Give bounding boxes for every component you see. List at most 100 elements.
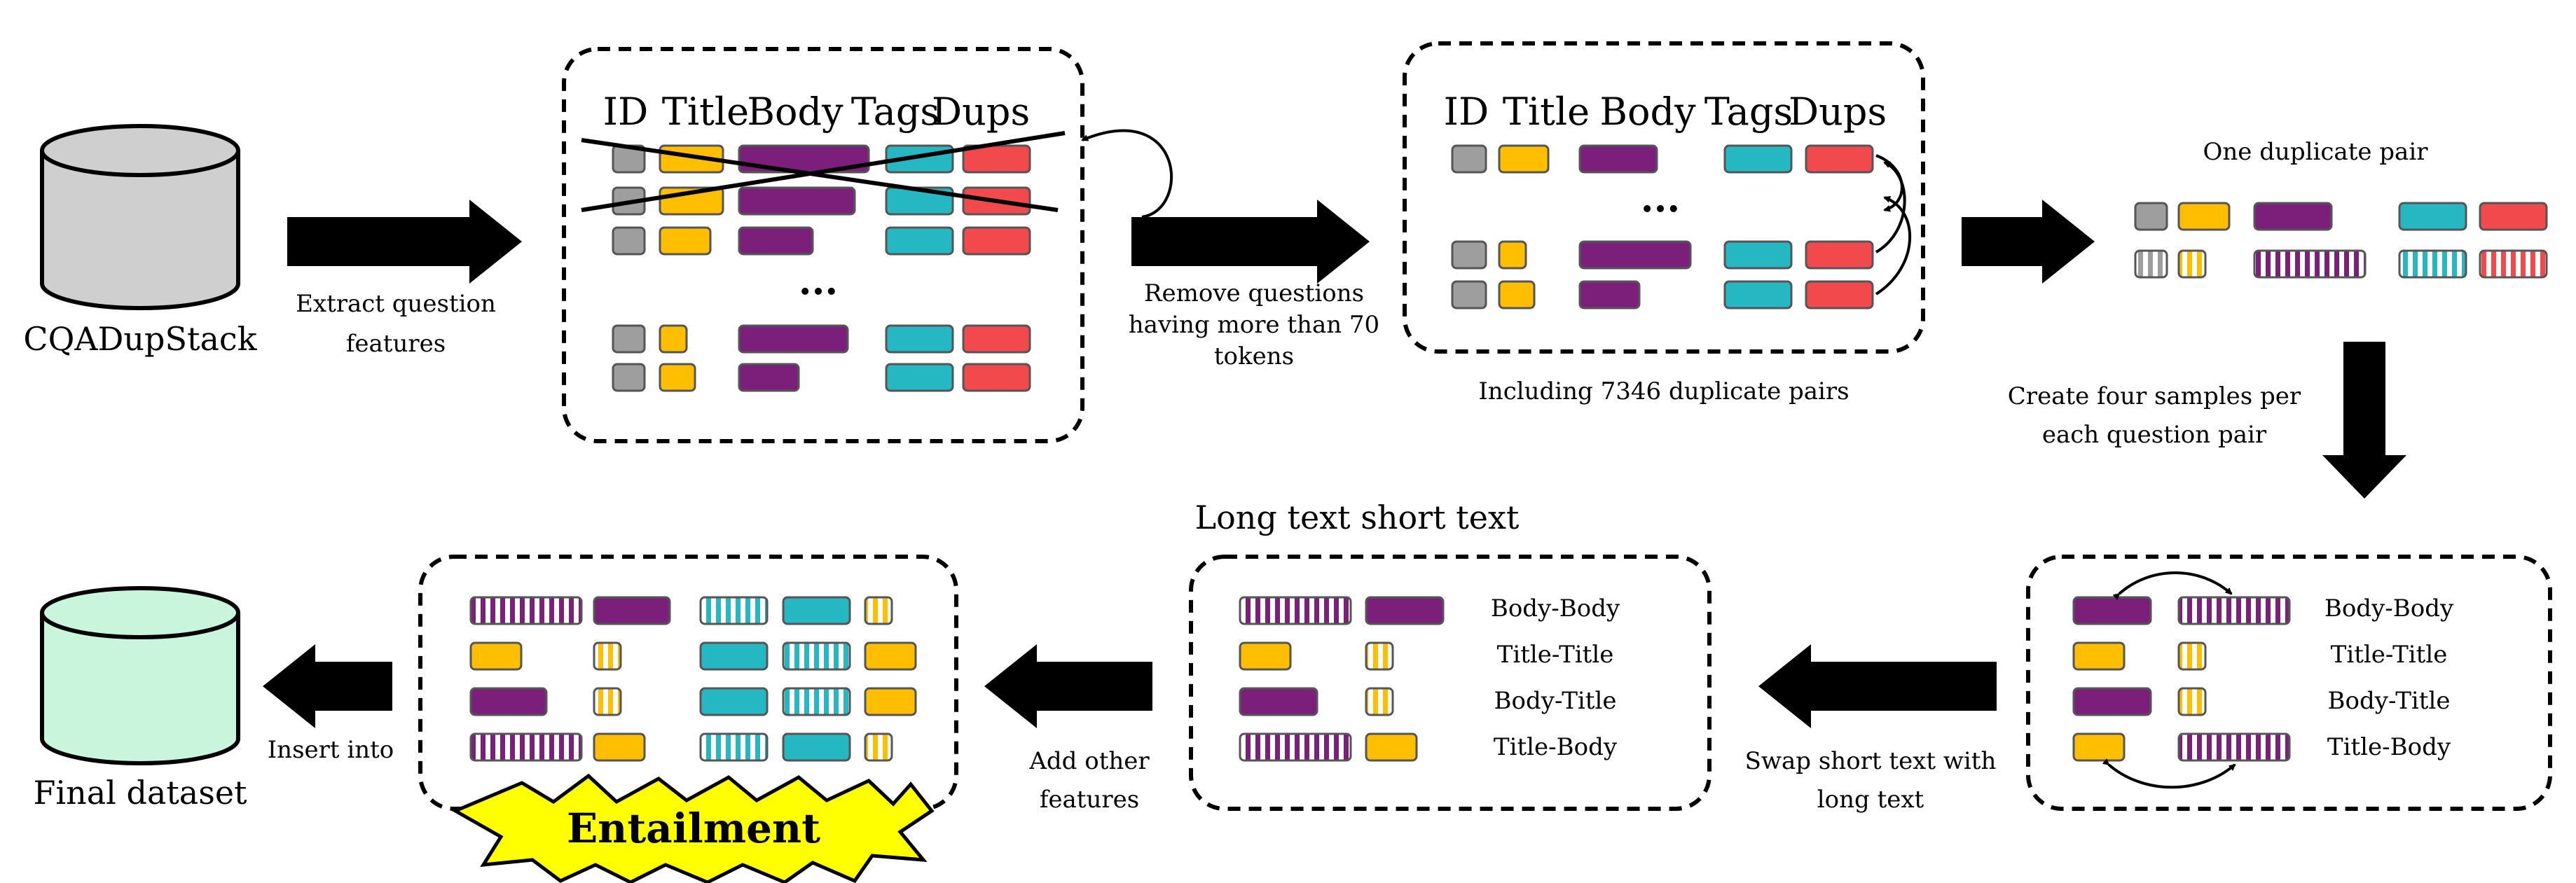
arrow-left-icon [1758, 644, 1997, 728]
body-block [2072, 596, 2152, 625]
sample-row-label: Body-Body [2324, 595, 2454, 623]
header-title: Title [1503, 90, 1590, 134]
remove-label-line1: Remove questions [1144, 279, 1364, 307]
title-block [2072, 641, 2126, 671]
swap-arrows [2102, 571, 2236, 789]
arrow-right-icon [287, 200, 522, 284]
filtered-table-ellipsis: ... [1641, 176, 1680, 221]
dup-title-block [2177, 249, 2207, 279]
dups-block [962, 324, 1031, 354]
add-label-line1: Add other [1028, 747, 1150, 775]
sample-row-label: Title-Title [2331, 641, 2448, 669]
pair-caption: One duplicate pair [2203, 138, 2429, 166]
insert-label: Insert into [268, 736, 394, 764]
swapped-blocks [1239, 596, 1445, 762]
extract-label-line1: Extract question [296, 290, 496, 318]
id-block [1451, 280, 1487, 310]
swapped-row-label: Body-Title [1494, 687, 1617, 715]
remove-label-line3: tokens [1214, 342, 1294, 370]
arrow-right-icon [1131, 200, 1370, 284]
add-label-line2: features [1040, 786, 1139, 814]
body-block [2253, 202, 2333, 231]
extract-label-line2: features [346, 330, 446, 358]
create-label-line1: Create four samples per [2008, 382, 2301, 410]
strike-line [581, 138, 1059, 212]
duplicate-link-arrows [1875, 154, 1912, 296]
samples-box [2026, 555, 2552, 811]
star-burst-icon [451, 773, 935, 883]
dup-tags-block [782, 641, 851, 671]
arrow-left-icon [984, 644, 1152, 728]
title-block [659, 226, 712, 256]
final-database-label: Final dataset [33, 774, 247, 812]
entailment-label: Entailment [567, 805, 820, 852]
header-tags: Tags [1704, 90, 1793, 134]
tags-block [1723, 280, 1793, 310]
title-block [1365, 732, 1418, 762]
id-block [612, 324, 646, 354]
tags-block [782, 596, 851, 625]
header-title: Title [662, 90, 749, 134]
header-dups: Dups [932, 90, 1030, 134]
body-block [738, 226, 814, 256]
remove-label-line2: having more than 70 [1129, 311, 1379, 339]
sample-row-label: Title-Body [2327, 733, 2451, 761]
entailment-box [418, 555, 958, 811]
dup-body-block [2177, 596, 2291, 625]
dup-body-block [1239, 732, 1352, 762]
id-block [1451, 240, 1487, 270]
dup-tags-block [782, 687, 851, 716]
header-id: ID [603, 90, 649, 134]
dup-tags-block [699, 596, 769, 625]
dup-body-block [1239, 596, 1352, 625]
dups-block [1805, 144, 1874, 174]
filtered-table-headers: ID Title Body Tags Dups [1444, 90, 1887, 134]
body-block [1239, 687, 1318, 716]
dup-title-block [864, 732, 893, 762]
body-block [738, 186, 856, 216]
body-block [469, 687, 548, 716]
duplicate-pair [2134, 202, 2548, 279]
dups-block [962, 226, 1031, 256]
dup-body-block [2253, 249, 2367, 279]
removal-curve-arrow [1081, 129, 1173, 218]
arrow-left-icon [263, 644, 392, 728]
dups-block [2479, 202, 2548, 231]
create-label-line2: each question pair [2042, 421, 2267, 449]
body-block [1578, 240, 1692, 270]
filtered-table-caption: Including 7346 duplicate pairs [1478, 377, 1849, 405]
tags-block [1723, 144, 1793, 174]
dup-title-block [593, 641, 622, 671]
dup-body-block [2177, 732, 2291, 762]
header-dups: Dups [1789, 90, 1887, 134]
dup-title-block [2177, 687, 2207, 716]
title-block [2177, 202, 2231, 231]
id-block [2134, 202, 2168, 231]
title-block [1498, 144, 1550, 174]
title-block [1498, 240, 1527, 270]
dups-block [1805, 240, 1874, 270]
body-block [1578, 144, 1658, 174]
tags-block [885, 363, 954, 392]
header-body: Body [747, 90, 843, 134]
features-table-ellipsis: ... [799, 258, 838, 303]
title-block [659, 324, 688, 354]
title-block [1498, 280, 1536, 310]
tags-block [782, 732, 851, 762]
tags-block [885, 226, 954, 256]
swapped-box [1189, 555, 1711, 811]
dup-title-block [593, 687, 622, 716]
dup-body-block [469, 732, 583, 762]
strike-line [581, 131, 1066, 212]
features-table-headers: ID Title Body Tags Dups [603, 90, 1031, 134]
dup-title-block [2177, 641, 2207, 671]
dup-body-block [469, 596, 583, 625]
arrow-down-icon [2322, 342, 2406, 499]
swapped-legend: Long text short text [1195, 499, 1520, 536]
header-body: Body [1599, 90, 1696, 134]
tags-block [1723, 240, 1793, 270]
id-block [612, 363, 646, 392]
entailment-blocks [469, 596, 917, 762]
swapped-row-label: Body-Body [1491, 595, 1620, 623]
